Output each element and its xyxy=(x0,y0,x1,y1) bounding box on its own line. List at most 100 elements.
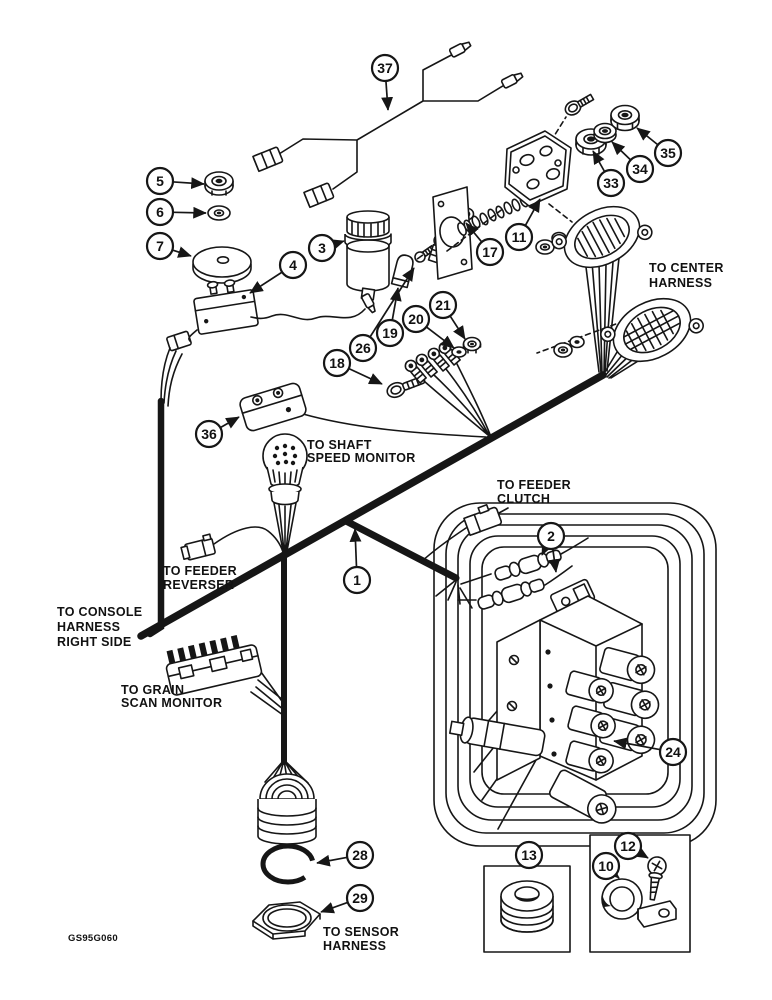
callout-28: 28 xyxy=(316,840,375,870)
clamp-10 xyxy=(601,878,677,928)
callout-number-35: 35 xyxy=(660,145,676,161)
callout-number-18: 18 xyxy=(329,355,345,371)
center-harness-connector-upper xyxy=(551,205,653,269)
callout-number-33: 33 xyxy=(603,175,619,191)
valve-block-24 xyxy=(449,578,660,824)
switch-36-wire xyxy=(302,413,487,438)
callout-number-28: 28 xyxy=(352,847,368,863)
grain-connector-wires xyxy=(250,671,285,716)
callout-number-10: 10 xyxy=(598,858,614,874)
screw-12 xyxy=(647,856,667,901)
shaft-speed-monitor-connector xyxy=(262,433,308,552)
callout-number-21: 21 xyxy=(435,297,451,313)
callout-circle-34 xyxy=(625,154,655,184)
callout-number-13: 13 xyxy=(521,847,537,863)
canister-3 xyxy=(344,210,392,301)
callout-circle-11 xyxy=(504,222,534,252)
callout-10: 10 xyxy=(591,851,621,881)
ring-nut-29 xyxy=(252,901,321,940)
connector-cone-lower xyxy=(602,343,647,379)
ring-terminal-3 xyxy=(427,347,450,372)
callout-number-17: 17 xyxy=(482,244,498,260)
callout-35: 35 xyxy=(636,127,683,168)
ring-terminal-1 xyxy=(404,359,427,384)
disc-7 xyxy=(192,246,252,284)
callout-37: 37 xyxy=(370,53,400,111)
callout-33: 33 xyxy=(592,150,626,198)
callout-2: 2 xyxy=(536,521,566,573)
micro-switch-4 xyxy=(193,279,259,335)
callout-circle-7 xyxy=(145,231,175,261)
callout-circle-37 xyxy=(370,53,400,83)
wavy-wire-26 xyxy=(250,308,366,321)
callout-circle-4 xyxy=(278,250,308,280)
callout-circle-20 xyxy=(401,304,431,334)
terminal-screw xyxy=(414,244,436,263)
label-figure-code: GS95G060 xyxy=(68,933,118,944)
callout-number-19: 19 xyxy=(382,325,398,341)
main-harness-trunk xyxy=(137,371,607,765)
bolt-top xyxy=(564,93,595,116)
callout-6: 6 xyxy=(145,197,207,227)
feeder-reverser-wire xyxy=(213,526,284,553)
sensor-harness-connector xyxy=(257,759,317,845)
hardware-pair-d xyxy=(553,335,585,358)
grain-scan-monitor-connector xyxy=(165,634,263,696)
callout-11: 11 xyxy=(504,198,541,252)
callout-circle-28 xyxy=(345,840,375,870)
callout-21: 21 xyxy=(428,290,466,340)
nut-5 xyxy=(204,171,234,196)
grommet-13 xyxy=(500,880,554,933)
feeder-reverser-connector xyxy=(180,533,216,561)
callout-13: 13 xyxy=(514,840,544,870)
callout-12: 12 xyxy=(613,831,649,861)
jumper-harness-37 xyxy=(252,41,524,209)
callout-circle-33 xyxy=(596,168,626,198)
callout-34: 34 xyxy=(611,141,655,184)
callout-circle-21 xyxy=(428,290,458,320)
snap-ring-28 xyxy=(260,843,316,885)
feeder-clutch-wire xyxy=(420,507,509,563)
ring-terminal-2 xyxy=(415,353,438,378)
callout-number-26: 26 xyxy=(355,340,371,356)
callout-number-3: 3 xyxy=(318,240,326,256)
callout-19: 19 xyxy=(375,287,405,348)
callout-number-29: 29 xyxy=(352,890,368,906)
connector-cone-upper xyxy=(584,257,620,374)
connector-block-11 xyxy=(504,130,572,207)
callout-24: 24 xyxy=(613,737,688,767)
callout-number-34: 34 xyxy=(632,161,648,177)
inline-connector-wires xyxy=(457,537,589,601)
callout-circle-26 xyxy=(348,333,378,363)
callout-number-1: 1 xyxy=(353,572,361,588)
inset-box-grommet xyxy=(483,865,571,953)
callout-circle-19 xyxy=(375,318,405,348)
callout-circle-24 xyxy=(658,737,688,767)
callout-number-20: 20 xyxy=(408,311,424,327)
switch-lead-wires xyxy=(160,329,198,407)
callout-circle-12 xyxy=(613,831,643,861)
callout-circle-18 xyxy=(322,348,352,378)
callout-circle-36 xyxy=(194,419,224,449)
inline-connector-lower xyxy=(477,578,545,610)
callout-number-4: 4 xyxy=(289,257,297,273)
inline-connector-upper xyxy=(494,549,562,581)
callout-7: 7 xyxy=(145,231,192,261)
ring-terminal-wires xyxy=(423,361,492,438)
callout-26: 26 xyxy=(348,267,415,363)
callout-circle-13 xyxy=(514,840,544,870)
washer-nut-34 xyxy=(593,122,617,144)
callout-circle-3 xyxy=(307,233,337,263)
callout-circle-5 xyxy=(145,166,175,196)
nut-21 xyxy=(462,336,482,354)
callout-number-11: 11 xyxy=(512,229,527,245)
callout-18: 18 xyxy=(322,348,383,385)
center-harness-connector-lower xyxy=(600,297,704,363)
boot-19 xyxy=(390,254,414,289)
